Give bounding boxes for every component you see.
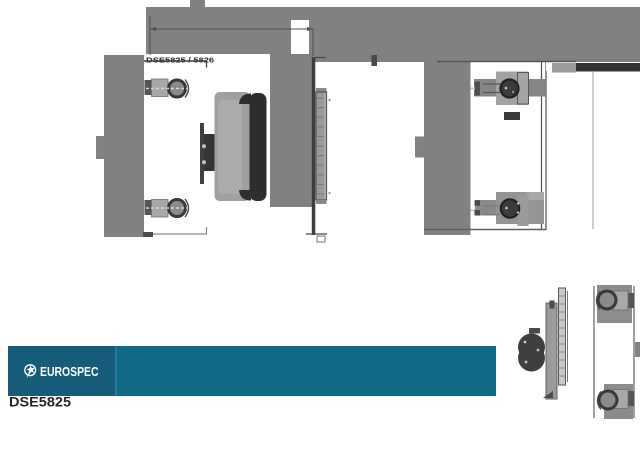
svg-text:DSE5825 / 5826: DSE5825 / 5826 (146, 56, 214, 65)
svg-text:EUROSPEC: EUROSPEC (40, 364, 99, 379)
svg-text:DSE5825: DSE5825 (9, 393, 71, 409)
